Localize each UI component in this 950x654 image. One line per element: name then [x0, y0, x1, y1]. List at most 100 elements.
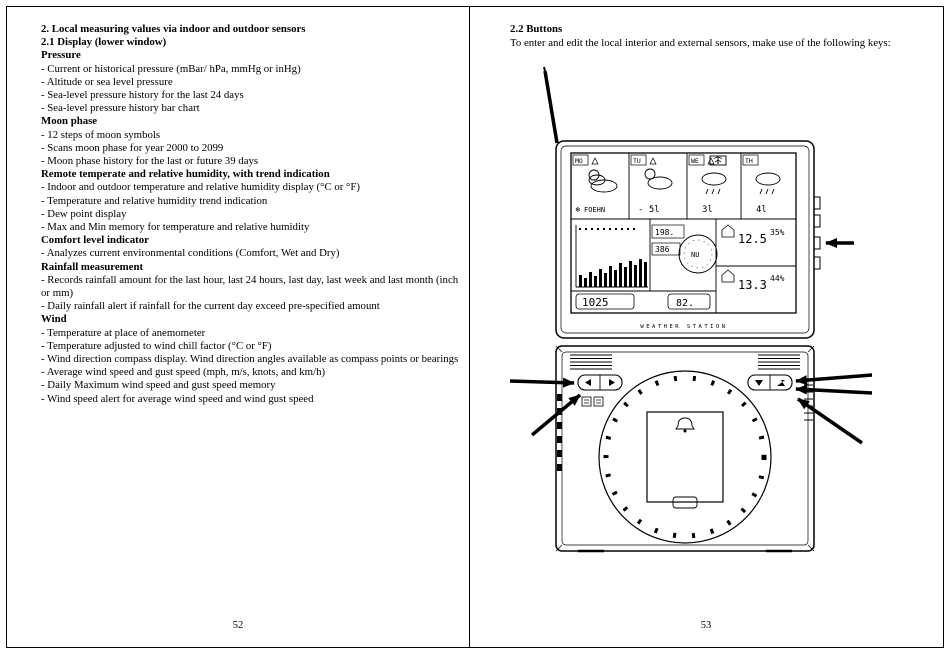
right-button-cluster — [747, 374, 793, 391]
page-52: 2. Local measuring values via indoor and… — [7, 7, 469, 647]
section-item: - Dew point display — [41, 207, 127, 220]
section-item: - Indoor and outdoor temperature and rel… — [41, 181, 360, 194]
rain-icon — [711, 188, 715, 195]
svg-text:TH: TH — [745, 157, 753, 165]
section-item: - Temperature adjusted to wind chill fac… — [41, 339, 272, 352]
left-edge-slots — [557, 394, 562, 471]
foehn-label: FOEHN — [584, 206, 605, 214]
section-heading: Wind — [41, 313, 67, 326]
section-heading: Remote temperate and relative humidity, … — [41, 168, 330, 181]
section-item: - Scans moon phase for year 2000 to 2099 — [41, 141, 224, 154]
indoor-humidity: 35% — [770, 228, 785, 237]
stand-clip — [672, 496, 698, 509]
bell-clapper — [683, 429, 687, 433]
cloud-icon — [701, 172, 727, 186]
page-53: 2.2 Buttons To enter and edit the local … — [470, 7, 942, 647]
page-number-left: 52 — [232, 620, 244, 631]
indoor-temp: 12.5 — [738, 232, 767, 246]
section-item: - Daily Maximum wind speed and gust spee… — [41, 379, 276, 392]
moon-phase-dial — [678, 234, 718, 274]
section-item: - 12 steps of moon symbols — [41, 128, 161, 141]
snowflake-icon: ❄ — [575, 206, 581, 214]
svg-text:4l: 4l — [756, 205, 767, 215]
bottom-values: 1025 82. — [575, 293, 711, 310]
warning-triangle-icon — [649, 157, 657, 165]
mode-icon — [593, 396, 604, 407]
svg-text:MO: MO — [575, 157, 583, 165]
svg-text:TU: TU — [633, 157, 641, 165]
rain-icon — [717, 188, 721, 195]
page-number-right: 53 — [700, 620, 712, 631]
rain-icon — [759, 188, 763, 195]
mode-icon — [581, 396, 592, 407]
moon-age-value: 82. — [676, 298, 694, 309]
section-item: - Sea-level pressure history for the las… — [41, 89, 244, 102]
section-item: - Daily rainfall alert if rainfall for t… — [41, 300, 380, 313]
antenna — [543, 66, 559, 144]
left-arrow-button-icon — [585, 379, 591, 386]
section-heading: 2. Local measuring values via indoor and… — [41, 23, 306, 35]
moon-phase-label: NU — [691, 251, 699, 259]
rain-icon — [705, 188, 709, 195]
up-arrow-button-icon — [777, 380, 785, 386]
right-arrow-button-icon — [609, 379, 615, 386]
down-arrow-button-icon — [755, 380, 763, 386]
outdoor-temp: 13.3 — [738, 278, 767, 292]
cloud-icon — [647, 176, 673, 190]
section-item: - Current or historical pressure (mBar/ … — [41, 62, 301, 75]
back-body — [555, 345, 815, 553]
left-page-content: 2. Local measuring values via indoor and… — [41, 23, 461, 406]
manual-spread: 2. Local measuring values via indoor and… — [6, 6, 944, 648]
section-item: - Sea-level pressure history bar chart — [41, 102, 200, 115]
speaker-grille-right — [758, 354, 800, 370]
sun-icon — [644, 168, 656, 180]
section-item: - Wind direction compass display. Wind d… — [41, 353, 459, 366]
svg-text:- 5l: - 5l — [638, 205, 660, 215]
temp-humidity-readouts: 12.5 35% 13.3 44% — [721, 224, 785, 292]
warning-triangle-icon — [707, 157, 715, 165]
section-item: - Wind speed alert for average wind spee… — [41, 392, 314, 405]
section-heading-buttons: 2.2 Buttons — [510, 23, 563, 35]
lcd-panel: MO TU WE TH — [570, 152, 797, 314]
battery-compartment — [646, 411, 724, 503]
side-buttons — [813, 196, 821, 270]
svg-text:3l: 3l — [702, 205, 713, 215]
mounting-circle — [598, 370, 772, 544]
section-item: - Records rainfall amount for the last h… — [41, 273, 459, 300]
section-item: - Moon phase history for the last or fut… — [41, 155, 259, 168]
speaker-grille-left — [570, 354, 612, 370]
center-readouts: 198. 386 NU — [651, 224, 718, 274]
rain-icon — [771, 188, 775, 195]
weather-station-back-illustration — [509, 345, 873, 553]
section-item: - Max and Min memory for temperature and… — [41, 221, 310, 234]
rain-icon — [765, 188, 769, 195]
svg-text:WE: WE — [691, 157, 699, 165]
section-heading: Pressure — [41, 49, 81, 62]
brand-label: WEATHER STATION — [640, 324, 727, 330]
pointer-arrows — [509, 373, 873, 445]
buttons-intro-text: To enter and edit the local interior and… — [510, 37, 891, 49]
svg-text:198.: 198. — [655, 228, 674, 237]
svg-text:386: 386 — [655, 245, 670, 254]
weather-station-front-illustration: MO TU WE TH — [543, 66, 854, 339]
page-divider — [469, 7, 470, 647]
house-icon — [721, 269, 735, 283]
section-heading: 2.1 Display (lower window) — [41, 36, 167, 49]
cloud-icon — [590, 179, 618, 193]
section-item: - Analyzes current environmental conditi… — [41, 247, 340, 260]
section-item: - Temperature at place of anemometer — [41, 326, 206, 339]
house-icon — [721, 224, 735, 238]
section-item: - Temperature and relative humidity tren… — [41, 194, 268, 207]
bell-icon — [675, 417, 695, 430]
section-heading: Comfort level indicator — [41, 234, 149, 247]
forecast-day-labels: MO TU WE TH — [572, 154, 759, 166]
left-button-cluster — [577, 374, 623, 407]
cloud-icon — [755, 172, 781, 186]
section-heading: Moon phase — [41, 115, 98, 128]
outdoor-humidity: 44% — [770, 274, 785, 283]
pressure-bar-chart — [575, 225, 648, 288]
section-heading: Rainfall measurement — [41, 260, 144, 273]
forecast-values: ❄ FOEHN - 5l 3l 4l — [575, 205, 767, 215]
warning-triangle-icon — [591, 157, 599, 165]
section-item: - Altitude or sea level pressure — [41, 75, 173, 88]
